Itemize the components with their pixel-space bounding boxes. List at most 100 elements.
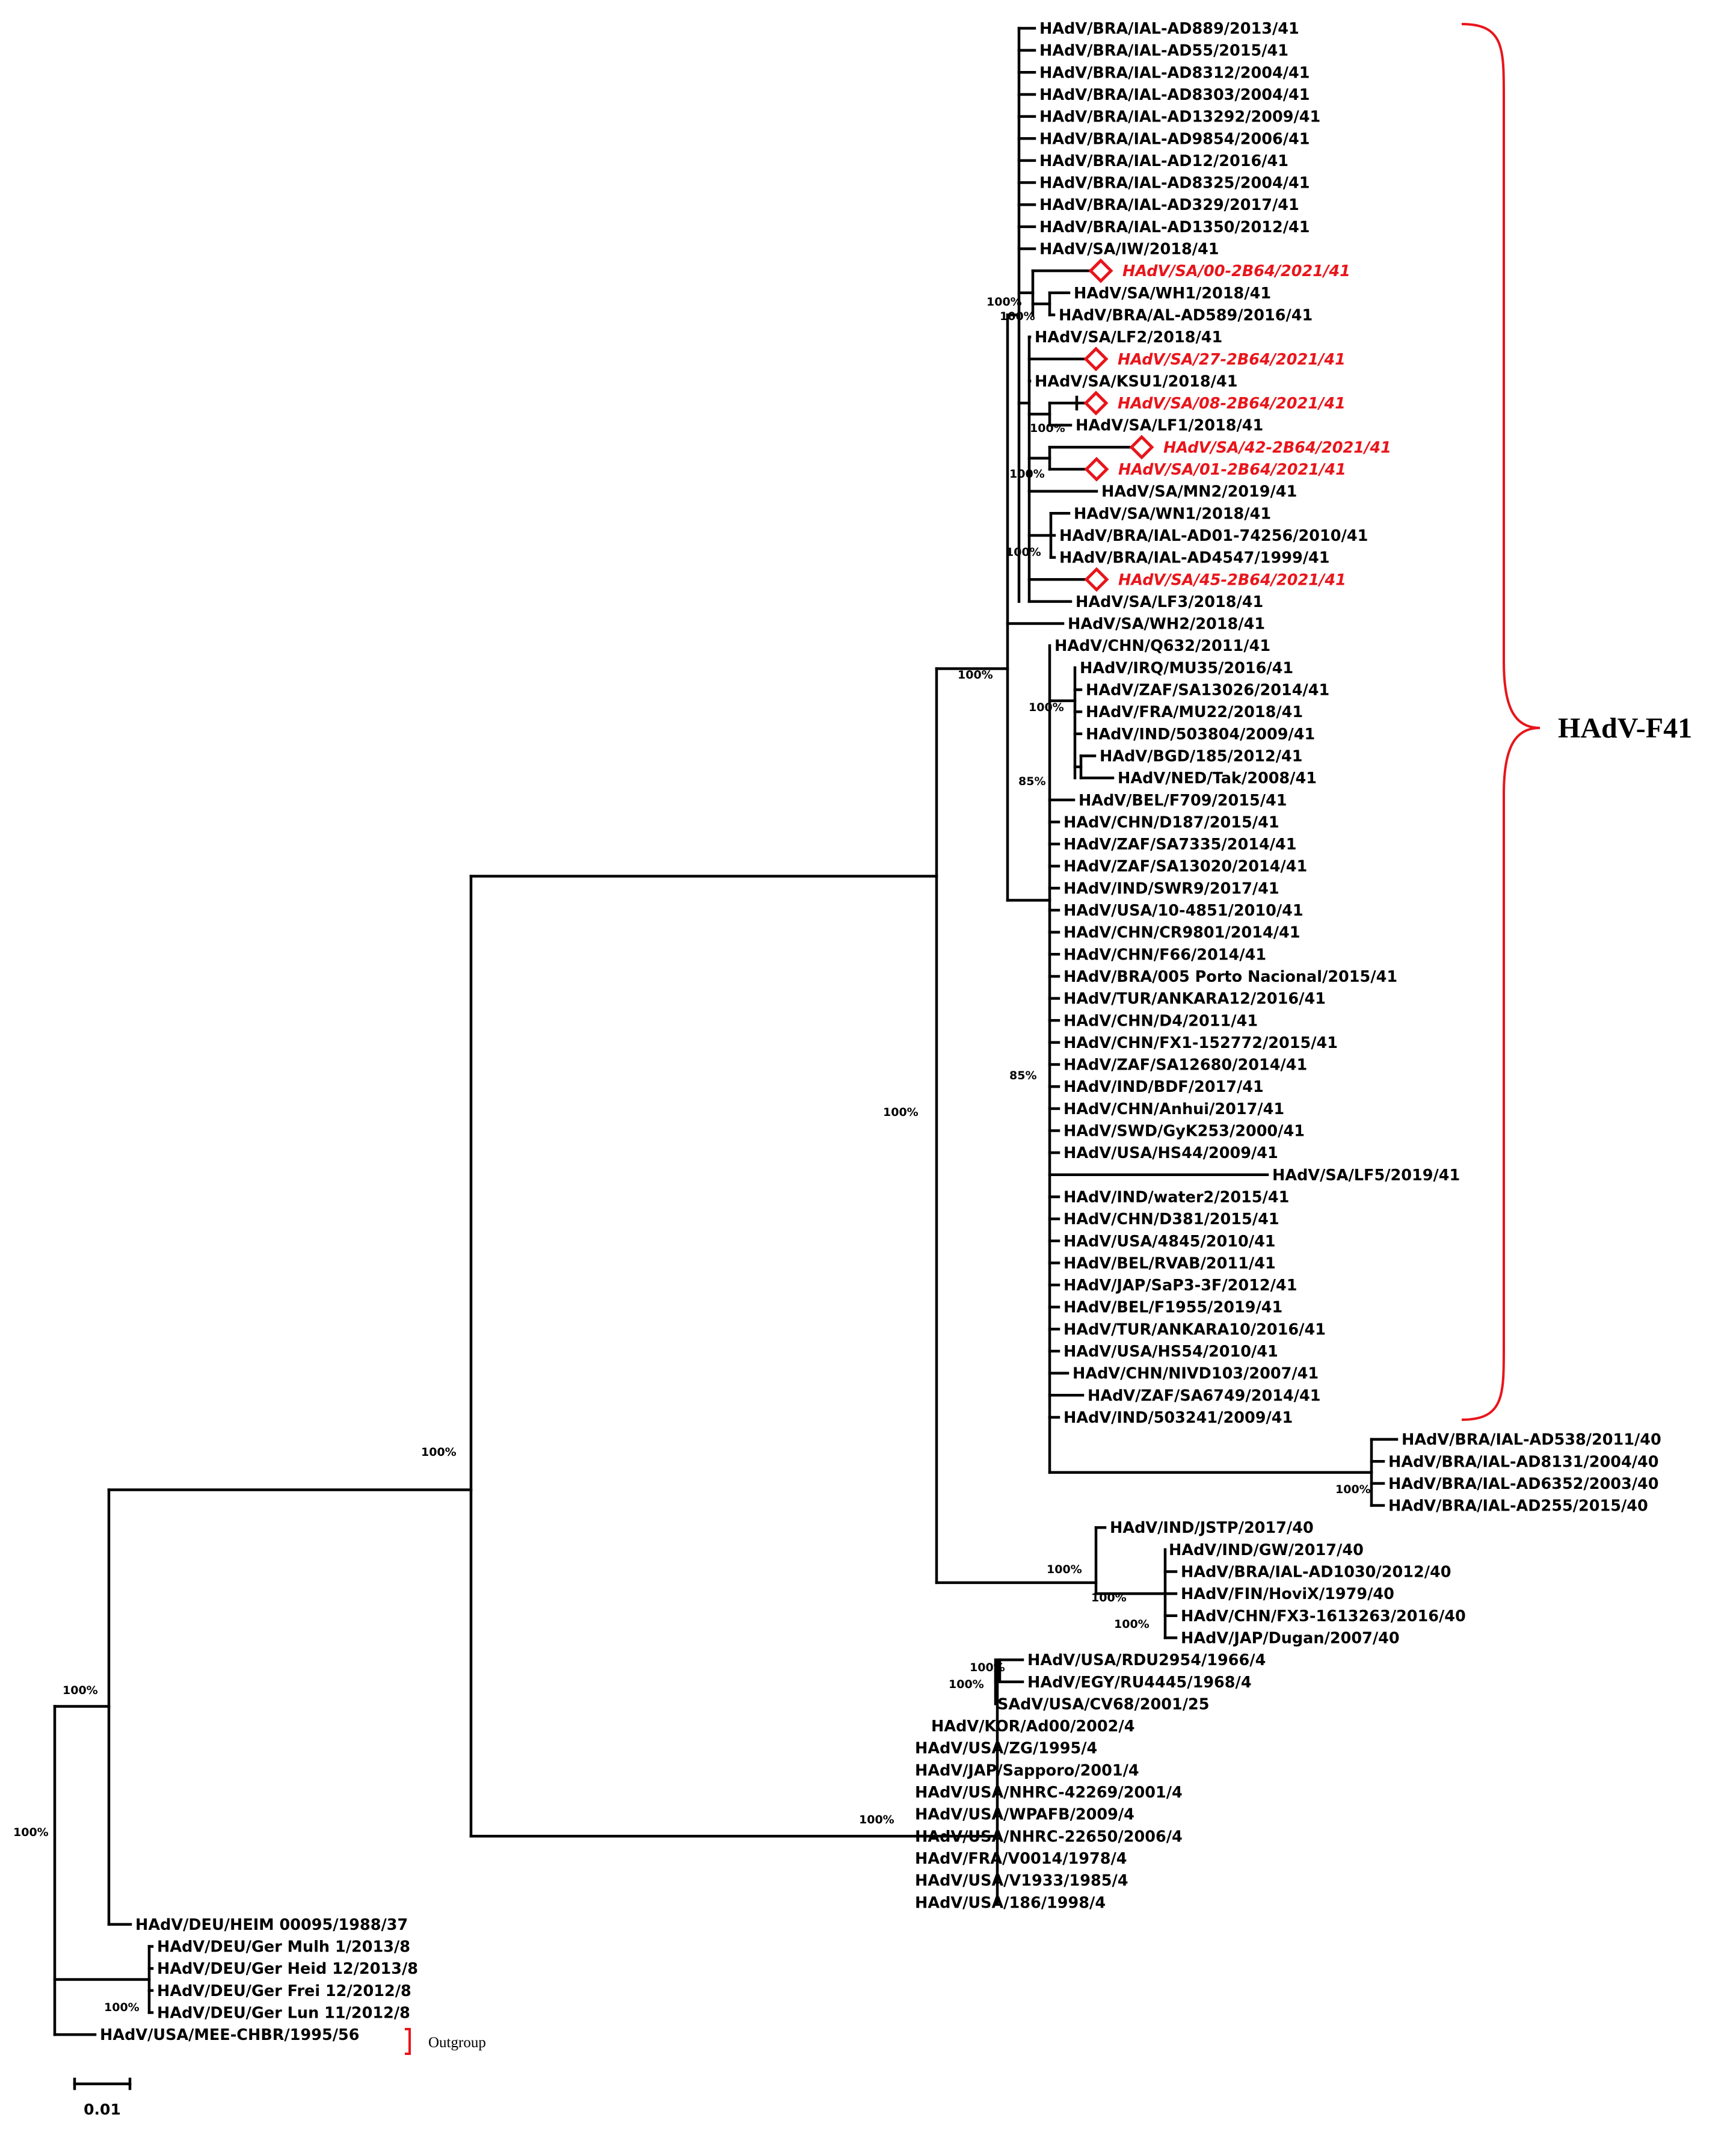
leaf-label: HAdV/SA/MN2/2019/41 (1101, 483, 1297, 501)
bootstrap-value: 100% (1047, 1563, 1082, 1576)
leaf-label: HAdV/BEL/F709/2015/41 (1079, 792, 1287, 810)
leaf-label: HAdV/BRA/IAL-AD01-74256/2010/41 (1059, 527, 1368, 545)
scale-bar: 0.01 (73, 2077, 132, 2118)
leaf-label: HAdV/SA/WN1/2018/41 (1074, 505, 1271, 523)
leaf-label: HAdV/SA/45-2B64/2021/41 (1118, 571, 1346, 589)
bootstrap-value: 100% (1091, 1591, 1127, 1604)
leaf-label: HAdV/ZAF/SA7335/2014/41 (1063, 836, 1297, 854)
leaf-label: HAdV/CHN/D381/2015/41 (1063, 1210, 1279, 1228)
leaf-label: HAdV/BGD/185/2012/41 (1100, 747, 1303, 765)
bootstrap-value: 85% (1018, 775, 1045, 788)
leaf-label: HAdV/CHN/FX1-152772/2015/41 (1063, 1034, 1338, 1052)
leaf-label: HAdV/SA/WH1/2018/41 (1074, 285, 1271, 303)
bootstrap-value: 100% (1114, 1618, 1150, 1631)
highlight-diamond-icon (1083, 347, 1109, 372)
leaf-label: HAdV/USA/186/1998/4 (915, 1894, 1106, 1912)
leaf-label: HAdV/ZAF/SA13026/2014/41 (1086, 682, 1329, 700)
leaf-label: HAdV/BRA/IAL-AD6352/2003/40 (1388, 1475, 1659, 1493)
leaf-label: HAdV/USA/ZG/1995/4 (915, 1740, 1097, 1758)
leaf-label: HAdV/CHN/F66/2014/41 (1063, 946, 1266, 964)
leaf-label: HAdV/JAP/Sapporo/2001/4 (915, 1761, 1139, 1779)
leaf-label: HAdV/USA/NHRC-22650/2006/4 (915, 1828, 1183, 1846)
leaf-label: HAdV/CHN/FX3-1613263/2016/40 (1181, 1607, 1466, 1625)
leaf-label: HAdV/FRA/V0014/1978/4 (915, 1850, 1127, 1868)
leaf-label: HAdV/ZAF/SA13020/2014/41 (1063, 858, 1307, 876)
leaf-label: HAdV/CHN/D4/2011/41 (1063, 1012, 1258, 1030)
leaf-label: HAdV/BRA/IAL-AD538/2011/40 (1402, 1431, 1661, 1449)
leaf-label: HAdV/USA/10-4851/2010/41 (1063, 902, 1304, 920)
leaf-label: HAdV/JAP/SaP3-3F/2012/41 (1063, 1277, 1297, 1295)
leaf-label: HAdV/IND/SWR9/2017/41 (1063, 880, 1279, 898)
leaf-label: HAdV/CHN/D187/2015/41 (1063, 813, 1279, 831)
leaf-label: HAdV/USA/4845/2010/41 (1063, 1233, 1276, 1251)
highlight-diamond-icon (1084, 457, 1109, 482)
leaf-label: HAdV/BRA/IAL-AD329/2017/41 (1039, 196, 1299, 214)
leaf-label: HAdV/BRA/IAL-AD1350/2012/41 (1039, 218, 1310, 236)
leaf-label: HAdV/DEU/HEIM 00095/1988/37 (135, 1916, 408, 1934)
leaf-label: HAdV/JAP/Dugan/2007/40 (1181, 1629, 1400, 1647)
leaf-label: HAdV/SA/08-2B64/2021/41 (1118, 395, 1346, 413)
bootstrap-value: 100% (1009, 467, 1045, 481)
leaf-label: HAdV/FIN/HoviX/1979/40 (1181, 1585, 1394, 1603)
leaf-label: HAdV/TUR/ANKARA12/2016/41 (1063, 990, 1326, 1008)
leaf-label: HAdV/USA/HS44/2009/41 (1063, 1144, 1278, 1162)
leaf-label: HAdV/SA/LF5/2019/41 (1272, 1166, 1460, 1185)
bootstrap-value: 100% (970, 1661, 1005, 1674)
leaf-label: HAdV/USA/V1933/1985/4 (915, 1872, 1128, 1890)
leaf-label: HAdV/BRA/IAL-AD8325/2004/41 (1039, 174, 1310, 193)
highlight-diamond-icon (1129, 434, 1154, 460)
leaf-label: HAdV/BRA/IAL-AD12/2016/41 (1039, 152, 1288, 170)
leaf-label: HAdV/SA/00-2B64/2021/41 (1122, 262, 1350, 280)
clade-label: HAdV-F41 (1558, 712, 1692, 744)
leaf-label: HAdV/IND/water2/2015/41 (1063, 1188, 1289, 1206)
leaf-label: HAdV/DEU/Ger Heid 12/2013/8 (157, 1960, 418, 1978)
highlight-diamond-icon (1083, 390, 1109, 416)
leaf-label: HAdV/SA/KSU1/2018/41 (1035, 372, 1237, 390)
leaf-label: HAdV/BRA/005 Porto Nacional/2015/41 (1063, 968, 1397, 986)
bootstrap-value: 100% (1000, 310, 1035, 323)
leaf-label: HAdV/BRA/IAL-AD13292/2009/41 (1039, 108, 1320, 126)
leaf-labels: HAdV/BRA/IAL-AD889/2013/41HAdV/BRA/IAL-A… (100, 20, 1661, 2044)
bootstrap-value: 100% (949, 1678, 984, 1691)
leaf-label: HAdV/DEU/Ger Mulh 1/2013/8 (157, 1938, 410, 1956)
leaf-label: HAdV/BRA/AL-AD589/2016/41 (1059, 306, 1313, 324)
bootstrap-value: 100% (1335, 1483, 1371, 1496)
leaf-label: HAdV/BRA/IAL-AD55/2015/41 (1039, 42, 1288, 60)
leaf-label: HAdV/BRA/IAL-AD255/2015/40 (1388, 1497, 1648, 1515)
leaf-label: HAdV/USA/NHRC-42269/2001/4 (915, 1784, 1183, 1802)
leaf-label: SAdV/USA/CV68/2001/25 (997, 1695, 1210, 1713)
leaf-label: HAdV/IRQ/MU35/2016/41 (1080, 659, 1293, 677)
highlight-diamond-icon (1084, 567, 1109, 592)
leaf-label: HAdV/EGY/RU4445/1968/4 (1027, 1674, 1252, 1692)
bootstrap-value: 100% (987, 295, 1022, 309)
bootstrap-value: 100% (421, 1446, 457, 1459)
leaf-label: HAdV/ZAF/SA12680/2014/41 (1063, 1056, 1307, 1074)
leaf-label: HAdV/ZAF/SA6749/2014/41 (1088, 1387, 1321, 1405)
bootstrap-value: 100% (1029, 701, 1064, 714)
leaf-label: HAdV/BRA/IAL-AD889/2013/41 (1039, 20, 1299, 38)
bootstrap-value: 100% (63, 1684, 98, 1697)
leaf-label: HAdV/BEL/RVAB/2011/41 (1063, 1254, 1276, 1272)
leaf-label: HAdV/BRA/IAL-AD4547/1999/41 (1059, 549, 1330, 567)
leaf-label: HAdV/IND/503804/2009/41 (1086, 726, 1315, 744)
leaf-label: HAdV/SA/42-2B64/2021/41 (1163, 439, 1391, 457)
tree-branches (53, 26, 1399, 2036)
bootstrap-value: 85% (1009, 1069, 1036, 1082)
leaf-label: HAdV/USA/MEE-CHBR/1995/56 (100, 2026, 360, 2044)
leaf-label: HAdV/SA/LF2/2018/41 (1035, 328, 1222, 347)
bootstrap-value: 100% (958, 668, 993, 682)
leaf-label: HAdV/IND/JSTP/2017/40 (1110, 1519, 1314, 1537)
outgroup-label: Outgroup (428, 2035, 486, 2051)
bootstrap-value: 100% (883, 1106, 919, 1119)
leaf-label: HAdV/USA/HS54/2010/41 (1063, 1343, 1278, 1361)
leaf-label: HAdV/SA/27-2B64/2021/41 (1118, 351, 1346, 369)
leaf-label: HAdV/CHN/CR9801/2014/41 (1063, 924, 1300, 942)
highlight-diamond-icon (1088, 258, 1113, 283)
leaf-label: HAdV/CHN/NIVD103/2007/41 (1073, 1365, 1319, 1383)
leaf-label: HAdV/SA/LF3/2018/41 (1076, 593, 1263, 611)
leaf-label: HAdV/CHN/Q632/2011/41 (1054, 637, 1270, 655)
leaf-label: HAdV/TUR/ANKARA10/2016/41 (1063, 1320, 1326, 1339)
leaf-label: HAdV/BRA/IAL-AD9854/2006/41 (1039, 130, 1310, 148)
leaf-label: HAdV/NED/Tak/2008/41 (1118, 769, 1317, 787)
